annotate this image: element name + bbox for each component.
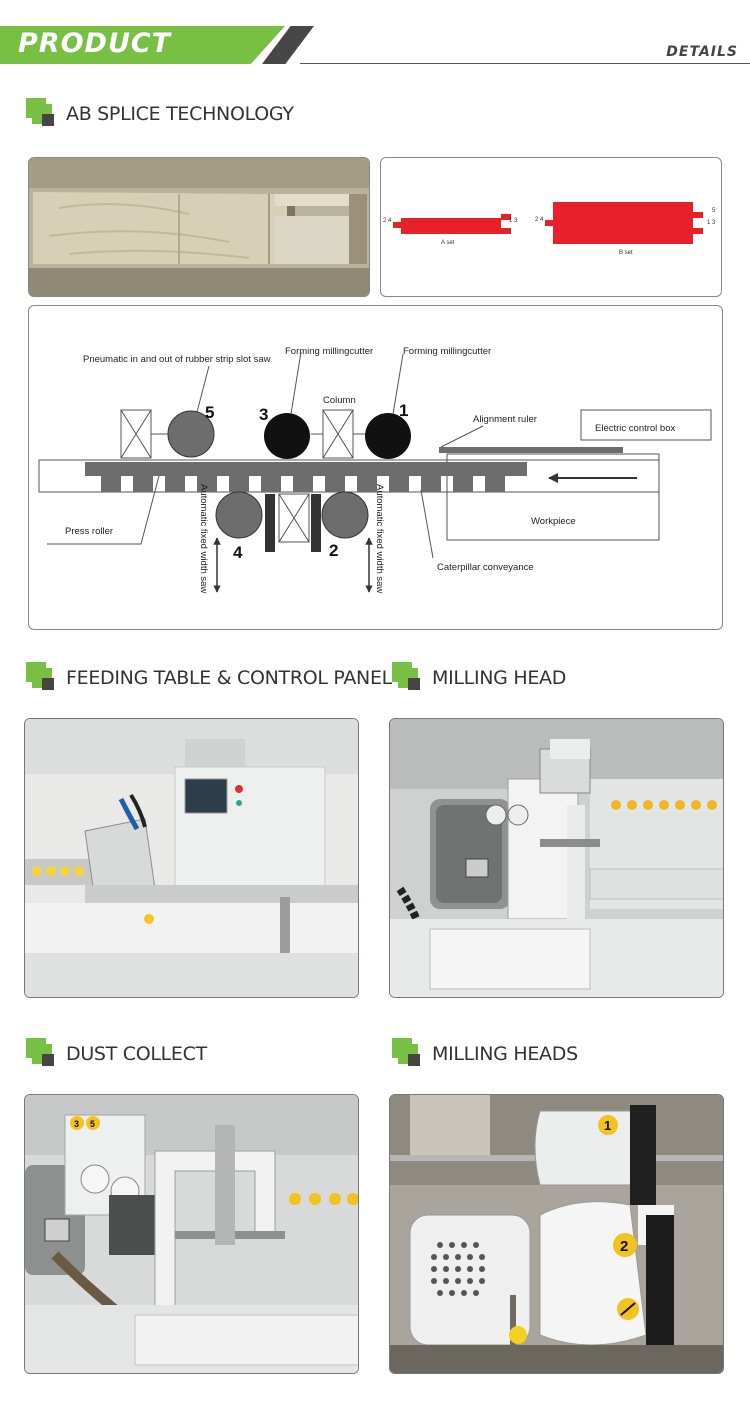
saw-number-4: 4 (233, 543, 243, 562)
fixed-saw-label-right: Automatic fixed width saw (374, 484, 385, 593)
b-set-right-label: 1 3 (707, 220, 716, 226)
workpiece-outline (446, 453, 660, 541)
ab-set-profile-diagram: 2 4 1 3 A set 2 4 5 1 3 B set (380, 157, 722, 297)
section-header-milling-head: MILLING HEAD (392, 662, 612, 696)
section-header-ab-splice: AB SPLICE TECHNOLOGY (26, 98, 346, 132)
wood-joint-photo (28, 157, 370, 297)
workpiece-label: Workpiece (531, 516, 576, 527)
milling-heads-photo: 1 2 (389, 1094, 724, 1374)
section-header-milling-heads: MILLING HEADS (392, 1038, 632, 1072)
a-set-left-label: 2 4 (383, 218, 392, 224)
cutter-number-5: 5 (205, 403, 214, 422)
header-divider (300, 63, 750, 64)
milling-head-photo (389, 718, 724, 998)
press-roller-label: Press roller (65, 526, 113, 537)
control-panel-screen (184, 778, 228, 814)
svg-text:3: 3 (74, 1119, 79, 1129)
column-label: Column (323, 395, 356, 406)
alignment-ruler-label: Alignment ruler (473, 414, 537, 425)
fixed-width-saw-2 (321, 491, 369, 539)
saw-number-2: 2 (329, 541, 338, 560)
a-set-right-label: 1 3 (509, 218, 518, 224)
section-header-dust-collect: DUST COLLECT (26, 1038, 266, 1072)
section-title: MILLING HEADS (432, 1043, 578, 1065)
fixed-width-saw-4 (215, 491, 263, 539)
section-title: DUST COLLECT (66, 1043, 207, 1065)
forming-cutter-label-right: Forming millingcutter (403, 346, 491, 357)
cutter-guard-1 (534, 1110, 636, 1186)
section-title: AB SPLICE TECHNOLOGY (66, 103, 294, 125)
svg-text:5: 5 (90, 1119, 95, 1129)
machine-layout-diagram: Pneumatic in and out of rubber strip slo… (28, 305, 723, 630)
header-details-label: DETAILS (666, 44, 738, 60)
dust-collect-photo: 3 5 (24, 1094, 359, 1374)
header-green-bar (0, 26, 285, 64)
forming-cutter-3 (264, 413, 310, 459)
head-badge-2: 2 (620, 1238, 628, 1255)
a-set-label: A set (441, 240, 455, 246)
fixed-saw-label-left: Automatic fixed width saw (198, 484, 209, 593)
cutter-number-3: 3 (259, 405, 268, 424)
rubber-slot-saw-label: Pneumatic in and out of rubber strip slo… (83, 354, 271, 365)
page-title: PRODUCT (18, 28, 172, 59)
section-header-feeding: FEEDING TABLE & CONTROL PANEL (26, 662, 392, 696)
rubber-slot-saw (167, 410, 215, 458)
head-badge-3 (70, 1116, 84, 1130)
head-badge-1: 1 (604, 1118, 611, 1133)
a-set-profile (393, 214, 511, 234)
b-set-label: B set (619, 250, 633, 256)
b-set-left-label: 2 4 (535, 217, 544, 223)
caterpillar-label: Caterpillar conveyance (437, 562, 534, 573)
head-badge-5 (86, 1116, 100, 1130)
feeding-table-photo (24, 718, 359, 998)
section-title: MILLING HEAD (432, 667, 567, 689)
b-set-top-label: 5 (712, 208, 716, 214)
alignment-ruler (439, 447, 623, 453)
electric-control-box-label: Electric control box (595, 423, 676, 434)
b-set-profile (545, 202, 703, 244)
forming-cutter-label-left: Forming millingcutter (285, 346, 373, 357)
section-title: FEEDING TABLE & CONTROL PANEL (66, 667, 392, 689)
forming-cutter-1 (365, 413, 411, 459)
cutter-guard-2 (539, 1201, 647, 1346)
cutter-number-1: 1 (399, 401, 408, 420)
